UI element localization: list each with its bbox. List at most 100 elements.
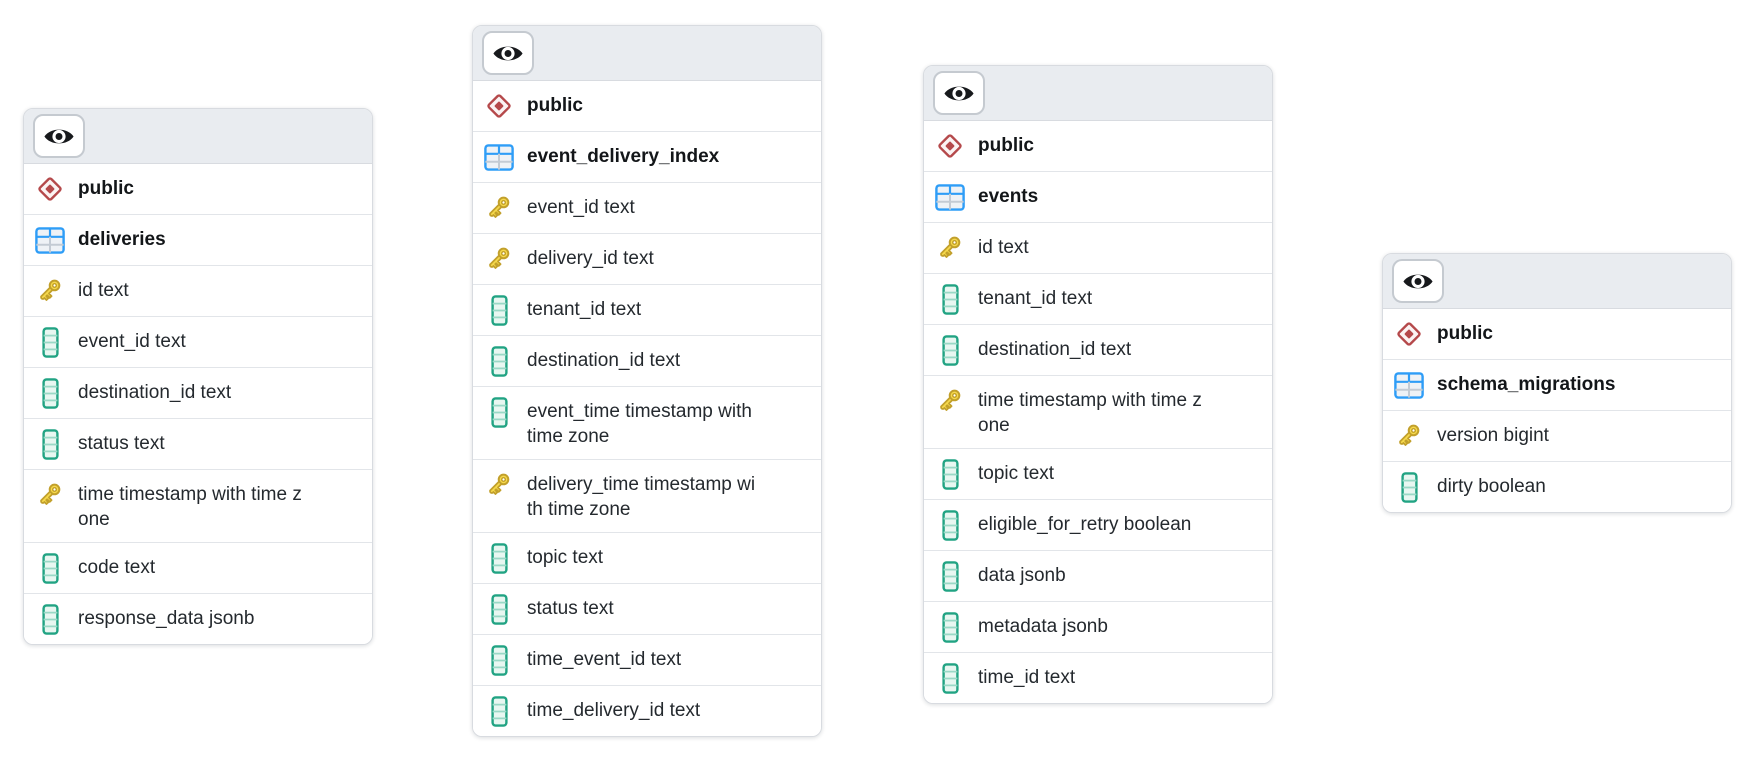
schema-icon-box <box>934 131 966 161</box>
table-card-events[interactable]: public events id text tenant_id text des… <box>923 65 1273 704</box>
column-name: destination_id <box>978 339 1096 360</box>
column-type: jsonb <box>209 608 255 629</box>
column-row: id text <box>24 265 372 316</box>
column-label: topic text <box>978 459 1208 486</box>
schema-row: public <box>924 121 1272 171</box>
column-icon <box>941 560 959 592</box>
primary-key-icon <box>940 389 961 411</box>
column-label: time timestamp with time zone <box>78 480 308 532</box>
column-icon-box <box>483 396 515 428</box>
table-name-row: event_delivery_index <box>473 131 821 182</box>
column-label: delivery_time timestamp with time zone <box>527 470 757 522</box>
column-row: time_id text <box>924 652 1272 703</box>
primary-key-icon <box>489 196 510 218</box>
column-type: text <box>1061 288 1093 309</box>
column-label: id text <box>78 276 308 303</box>
column-icon-box <box>483 345 515 377</box>
column-icon <box>941 611 959 643</box>
primary-key-icon <box>489 247 510 269</box>
column-type: boolean <box>1478 476 1546 497</box>
column-label: tenant_id text <box>978 284 1208 311</box>
column-name: dirty <box>1437 476 1473 497</box>
column-name: time_id <box>978 667 1040 688</box>
column-icon-box <box>483 542 515 574</box>
schema-row: public <box>24 164 372 214</box>
primary-key-icon <box>489 473 510 495</box>
column-label: time timestamp with time zone <box>978 386 1208 438</box>
primary-key-icon-box <box>934 386 966 416</box>
visibility-toggle-button[interactable] <box>482 31 534 75</box>
column-label: event_time timestamp with time zone <box>527 397 757 449</box>
visibility-toggle-button[interactable] <box>1392 259 1444 303</box>
column-label: destination_id text <box>527 346 757 373</box>
column-label: eligible_for_retry boolean <box>978 510 1208 537</box>
column-icon <box>490 695 508 727</box>
column-row: data jsonb <box>924 550 1272 601</box>
visibility-toggle-button[interactable] <box>933 71 985 115</box>
column-icon <box>490 396 508 428</box>
table-card-event_delivery_index[interactable]: public event_delivery_index event_id tex… <box>472 25 822 737</box>
primary-key-icon-box <box>483 244 515 274</box>
column-name: id <box>978 237 993 258</box>
column-row: tenant_id text <box>473 284 821 335</box>
column-name: time_delivery_id <box>527 700 665 721</box>
column-name: tenant_id <box>527 299 606 320</box>
column-name: destination_id <box>78 382 196 403</box>
column-name: id <box>78 280 93 301</box>
column-icon-box <box>934 611 966 643</box>
eye-icon <box>1403 274 1433 288</box>
column-type: text <box>1023 463 1055 484</box>
column-icon-box <box>34 326 66 358</box>
column-type: text <box>998 237 1029 258</box>
column-label: status text <box>78 429 308 456</box>
column-type: text <box>133 433 165 454</box>
column-name: destination_id <box>527 350 645 371</box>
column-row: delivery_id text <box>473 233 821 284</box>
column-type: text <box>610 299 642 320</box>
column-icon-box <box>934 334 966 366</box>
column-icon <box>41 552 59 584</box>
column-type: text <box>155 331 186 352</box>
eye-icon <box>44 129 74 143</box>
column-name: metadata <box>978 616 1058 637</box>
column-name: time <box>78 484 114 505</box>
table-card-schema_migrations[interactable]: public schema_migrations version bigint … <box>1382 253 1732 513</box>
visibility-toggle-button[interactable] <box>33 114 85 158</box>
column-icon-box <box>934 509 966 541</box>
table-card-deliveries[interactable]: public deliveries id text event_id text … <box>23 108 373 645</box>
eye-icon <box>493 46 523 60</box>
column-icon <box>941 334 959 366</box>
primary-key-icon-box <box>483 193 515 223</box>
table-grid-icon <box>1394 371 1424 399</box>
column-label: destination_id text <box>78 378 308 405</box>
table-icon-box <box>483 142 515 172</box>
column-type: text <box>98 280 129 301</box>
primary-key-icon-box <box>934 233 966 263</box>
column-label: response_data jsonb <box>78 604 308 631</box>
column-row: time timestamp with time zone <box>924 375 1272 448</box>
column-icon <box>490 644 508 676</box>
column-icon <box>41 377 59 409</box>
primary-key-icon-box <box>1393 421 1425 451</box>
primary-key-icon-box <box>34 276 66 306</box>
schema-diamond-icon <box>938 134 962 158</box>
column-label: id text <box>978 233 1208 260</box>
column-icon-box <box>34 603 66 635</box>
schema-icon-box <box>1393 319 1425 349</box>
primary-key-icon <box>40 483 61 505</box>
column-row: response_data jsonb <box>24 593 372 644</box>
column-icon <box>941 283 959 315</box>
column-type: timestamp with time zone <box>527 474 756 520</box>
table-card-header <box>24 109 372 164</box>
column-row: destination_id text <box>24 367 372 418</box>
eye-icon <box>944 86 974 100</box>
table-icon-box <box>34 225 66 255</box>
column-row: event_time timestamp with time zone <box>473 386 821 459</box>
column-label: metadata jsonb <box>978 612 1208 639</box>
column-name: topic <box>978 463 1019 484</box>
column-row: code text <box>24 542 372 593</box>
primary-key-icon-box <box>483 470 515 500</box>
column-row: delivery_time timestamp with time zone <box>473 459 821 532</box>
column-icon <box>490 294 508 326</box>
column-label: tenant_id text <box>527 295 757 322</box>
